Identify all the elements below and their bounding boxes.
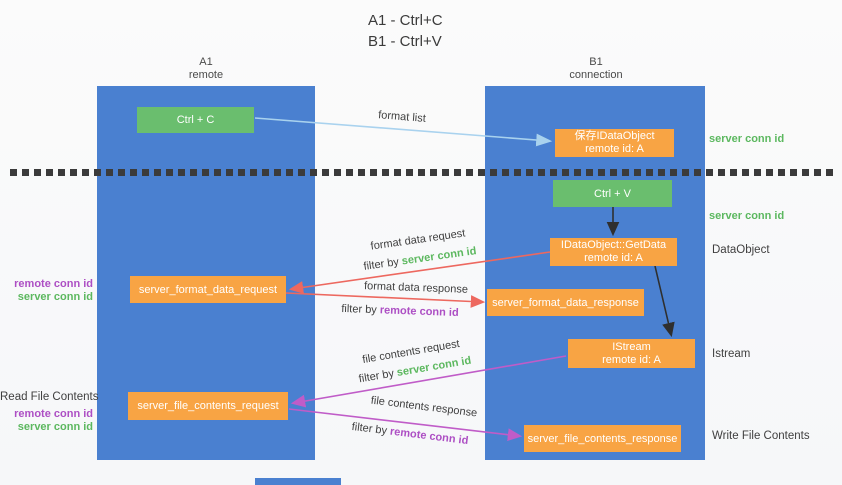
label-istream: Istream (712, 348, 751, 360)
arrow-file-contents-response (288, 408, 523, 442)
label-remote-conn-id: remote conn id (14, 278, 93, 290)
save-idataobject-line2: remote id: A (585, 143, 644, 155)
arrow-format-data-request (288, 251, 551, 294)
arrow-format-list (254, 117, 553, 147)
lane-header-a1: A1 remote (97, 56, 315, 82)
label-remote-conn-id: remote conn id (14, 408, 93, 420)
label-server-conn-id: server conn id (17, 421, 93, 433)
label-server-conn-id-top: server conn id (709, 133, 785, 145)
label-dataobject: DataObject (712, 244, 770, 256)
horizontal-scrollbar-thumb[interactable] (255, 478, 341, 485)
node-server-format-data-response: server_format_data_response (487, 289, 644, 316)
filter-prefix: filter by (341, 302, 378, 317)
node-server-file-contents-request: server_file_contents_request (128, 392, 288, 420)
save-idataobject-line1: 保存IDataObject (574, 130, 655, 142)
ctrl-c-label: Ctrl + C (176, 114, 215, 126)
istream-line1: IStream (612, 340, 651, 353)
arrow-format-data-response (285, 292, 486, 308)
node-idataobject-getdata: IDataObject::GetData remote id: A (550, 238, 677, 266)
node-ctrl-v: Ctrl + V (553, 180, 672, 207)
title-line-1: A1 - Ctrl+C (368, 12, 443, 29)
phase-separator-dotted-line (10, 169, 836, 176)
ctrl-v-label: Ctrl + V (594, 187, 631, 200)
node-server-file-contents-response: server_file_contents_response (524, 425, 681, 452)
lane-b1-name: B1 (589, 56, 603, 68)
arrow-file-contents-request (290, 355, 567, 408)
server-format-data-response-label: server_format_data_response (492, 296, 639, 309)
server-format-data-request-label: server_format_data_request (138, 283, 278, 296)
lane-header-b1: B1 connection (486, 56, 706, 82)
label-server-conn-id: server conn id (17, 291, 93, 303)
diagram-title: A1 - Ctrl+C B1 - Ctrl+V (368, 10, 443, 52)
idataobject-getdata-line1: IDataObject::GetData (560, 239, 667, 251)
node-ctrl-c: Ctrl + C (137, 107, 254, 133)
arrow-getdata-to-istream (654, 265, 675, 338)
label-write-file-contents: Write File Contents (712, 430, 810, 442)
label-conn-ids-file: remote conn id server conn id (0, 408, 93, 434)
server-file-contents-response-label: server_file_contents_response (527, 432, 678, 445)
label-server-conn-id-mid: server conn id (709, 210, 785, 222)
label-conn-ids-format: remote conn id server conn id (0, 278, 93, 304)
lane-b1-role: connection (569, 69, 623, 81)
node-server-format-data-request: server_format_data_request (130, 276, 286, 303)
node-save-idataobject: 保存IDataObject remote id: A (555, 129, 674, 157)
idataobject-getdata-line2: remote id: A (584, 252, 643, 264)
node-istream: IStream remote id: A (568, 339, 695, 368)
server-file-contents-request-label: server_file_contents_request (137, 400, 279, 412)
istream-line2: remote id: A (602, 353, 661, 366)
lane-a1-name: A1 (199, 56, 213, 68)
label-read-file-contents: Read File Contents (0, 391, 99, 403)
lane-a1-role: remote (188, 69, 224, 81)
title-line-2: B1 - Ctrl+V (368, 33, 442, 50)
